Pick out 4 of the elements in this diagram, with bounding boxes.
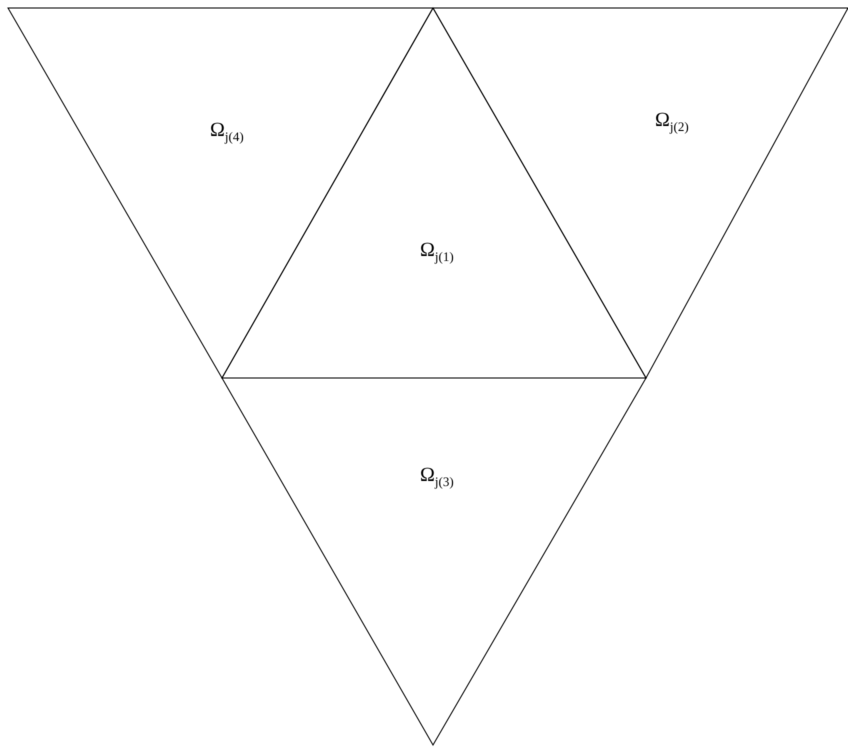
region-label: Ω$_{j(1)}$	[420, 240, 454, 263]
region-label: Ω$_{j(2)}$	[655, 110, 689, 133]
region-label: Ω$_{j(4)}$	[210, 120, 244, 143]
region-label: Ω$_{j(3)}$	[420, 465, 454, 488]
